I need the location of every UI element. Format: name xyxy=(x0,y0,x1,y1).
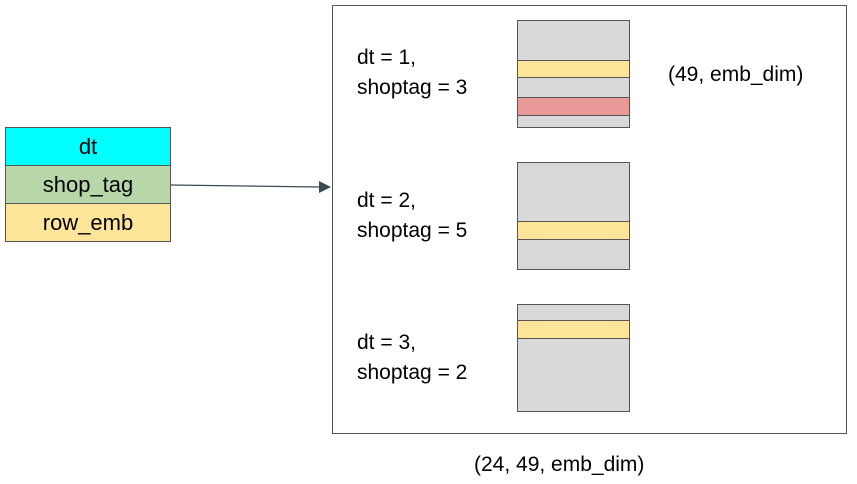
matrix-3-row-1 xyxy=(518,320,629,339)
group-shoptag-3: shoptag = 2 xyxy=(357,361,468,384)
group-dt-3: dt = 3, xyxy=(357,331,416,354)
group-label-1: dt = 1, shoptag = 3 xyxy=(357,43,467,103)
group-label-2: dt = 2, shoptag = 5 xyxy=(357,186,467,246)
record-schema: dt shop_tag row_emb xyxy=(5,127,171,242)
arrow-line xyxy=(170,184,321,188)
group-dt-1: dt = 1, xyxy=(357,46,416,69)
matrix-2-row-1 xyxy=(518,221,629,240)
field-row-emb: row_emb xyxy=(5,203,171,242)
field-shop-tag: shop_tag xyxy=(5,165,171,204)
arrow-head xyxy=(319,181,331,193)
embedding-matrix-3 xyxy=(517,304,630,412)
matrix-1-row-1 xyxy=(518,60,629,78)
tensor-frame xyxy=(332,5,847,434)
group-label-3: dt = 3, shoptag = 2 xyxy=(357,328,467,388)
tensor-shape-label: (24, 49, emb_dim) xyxy=(474,453,645,476)
group-shoptag-1: shoptag = 3 xyxy=(357,76,468,99)
group-dt-2: dt = 2, xyxy=(357,189,416,212)
embedding-matrix-1 xyxy=(517,20,630,128)
matrix-shape-label: (49, emb_dim) xyxy=(668,63,804,86)
matrix-1-row-2 xyxy=(518,97,629,116)
group-shoptag-2: shoptag = 5 xyxy=(357,219,468,242)
embedding-matrix-2 xyxy=(517,162,630,270)
field-dt: dt xyxy=(5,127,171,166)
